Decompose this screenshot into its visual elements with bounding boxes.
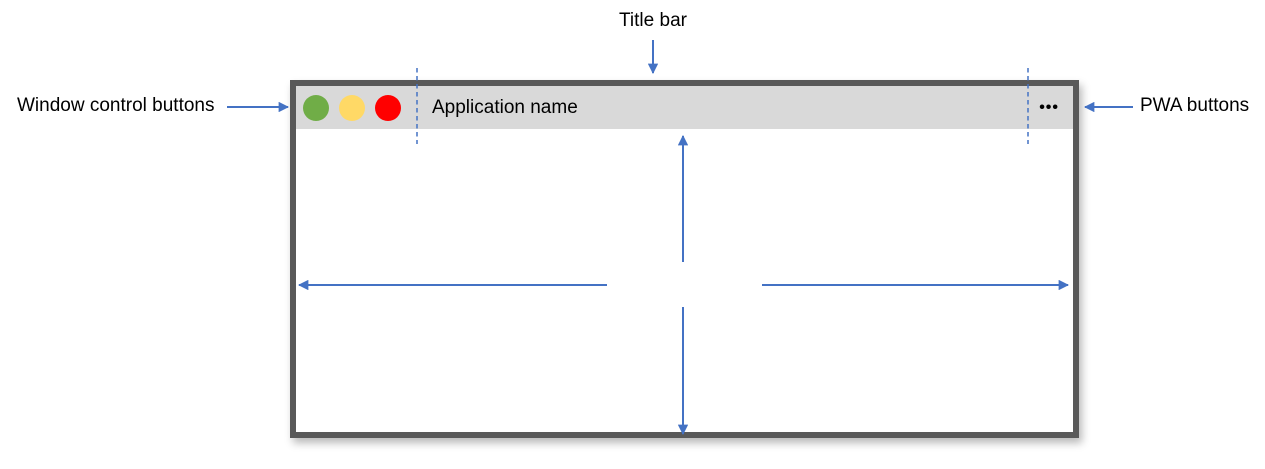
window-control-red-icon — [375, 94, 401, 121]
application-name: Application name — [432, 96, 578, 118]
window-control-yellow-icon — [339, 94, 365, 121]
title-bar-label: Title bar — [619, 10, 687, 31]
app-window-mockup: Application name ••• — [290, 80, 1079, 438]
window-control-buttons — [303, 94, 401, 121]
title-bar: Application name ••• — [296, 86, 1073, 129]
window-control-buttons-label: Window control buttons — [17, 95, 215, 116]
web-app-content-area — [296, 129, 1073, 432]
pwa-ellipsis-icon: ••• — [1039, 98, 1059, 116]
window-control-green-icon — [303, 94, 329, 121]
pwa-buttons-label: PWA buttons — [1140, 95, 1250, 116]
